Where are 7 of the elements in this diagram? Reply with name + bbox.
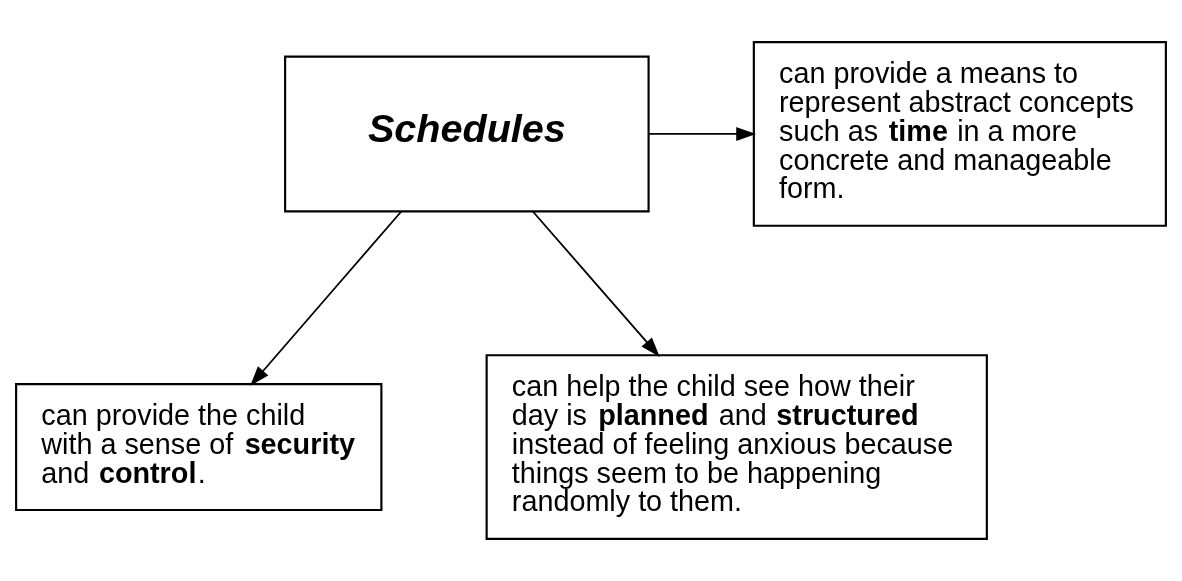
arrow [647, 127, 757, 141]
arrow [531, 210, 660, 357]
node-box: can provide the child with a sense of security and control. [15, 383, 383, 512]
arrow [250, 210, 403, 386]
node-box: can provide a means to represent abstract concepts such as time in a more concrete and manageable form. [752, 41, 1167, 227]
node-box: Schedules [284, 55, 650, 213]
node-box: can help the child see how their day is planned and structured instead of feeling anxious because things seem to be happening randomly to them. [485, 354, 988, 540]
